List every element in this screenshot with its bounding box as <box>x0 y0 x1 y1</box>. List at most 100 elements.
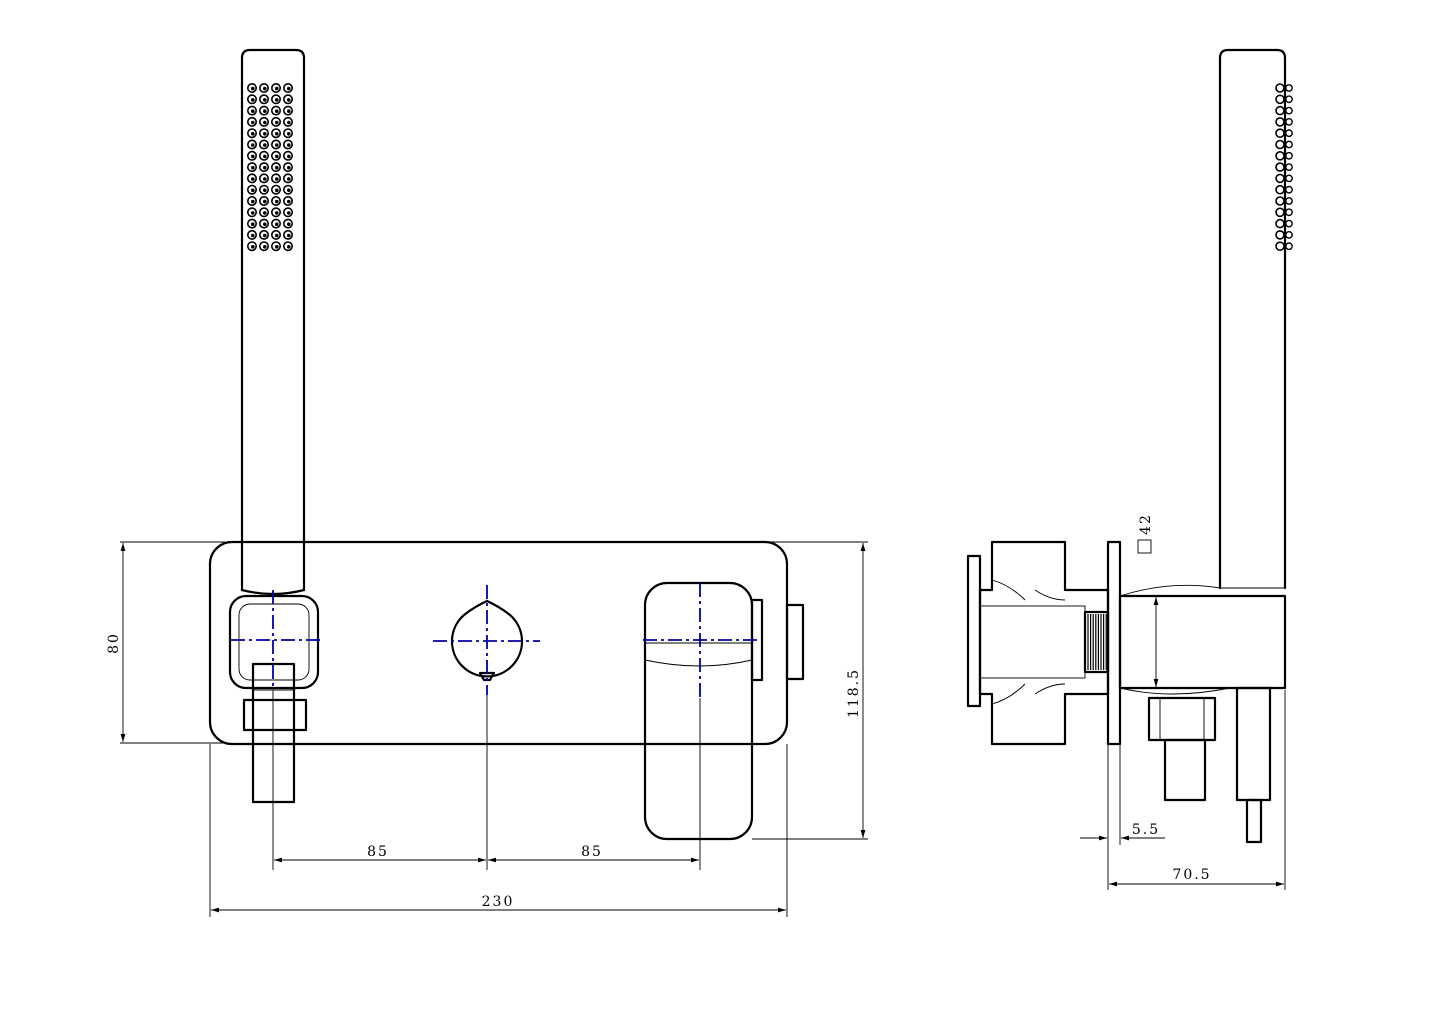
spray-nozzle <box>282 229 293 240</box>
spray-nozzle <box>258 218 269 229</box>
spray-nozzle <box>258 128 269 139</box>
spray-nozzle-side <box>1275 128 1293 138</box>
spray-nozzle <box>270 241 281 252</box>
square-symbol <box>1137 539 1152 554</box>
spray-nozzle <box>258 162 269 173</box>
spray-nozzle <box>270 94 281 105</box>
hose-connector <box>251 662 296 804</box>
valve-body <box>978 540 1110 746</box>
spray-nozzle <box>282 196 293 207</box>
spray-nozzle <box>247 116 258 127</box>
dim-width-total: 230 <box>482 894 515 910</box>
spray-nozzle <box>258 229 269 240</box>
shower-holder <box>228 594 320 690</box>
hose-pipe-side <box>1235 686 1272 802</box>
outlet-spout-side <box>1163 738 1207 802</box>
spray-nozzle <box>247 162 258 173</box>
mixer-lever <box>643 581 754 841</box>
spray-nozzle <box>270 173 281 184</box>
spray-nozzle <box>258 173 269 184</box>
front-view: 80 118.5 85 85 230 <box>106 48 868 917</box>
hand-shower-side <box>1218 48 1293 590</box>
spray-nozzle-side <box>1275 151 1293 161</box>
spray-nozzle-side <box>1275 196 1293 206</box>
spray-nozzle <box>270 162 281 173</box>
dim-depth-total: 70.5 <box>1172 867 1211 883</box>
spray-nozzle <box>270 184 281 195</box>
spray-nozzle <box>247 184 258 195</box>
spray-nozzle <box>282 94 293 105</box>
spray-nozzle <box>247 218 258 229</box>
spray-nozzle <box>270 116 281 127</box>
spray-nozzle <box>270 218 281 229</box>
dim-plate-square: 42 <box>1138 513 1154 535</box>
spray-nozzle-side <box>1275 230 1293 240</box>
spray-nozzle <box>258 116 269 127</box>
valve-flange <box>966 554 982 708</box>
spray-nozzle <box>258 83 269 94</box>
spray-nozzle <box>270 83 281 94</box>
spray-nozzle <box>282 116 293 127</box>
spray-nozzle <box>247 105 258 116</box>
valve-core <box>979 605 1086 679</box>
spray-nozzle <box>247 94 258 105</box>
spray-nozzle <box>258 94 269 105</box>
spray-nozzle-side <box>1275 184 1293 195</box>
spray-nozzle <box>270 105 281 116</box>
spray-nozzle <box>258 184 269 195</box>
spray-nozzle <box>247 150 258 161</box>
hose-tip-side <box>1245 798 1263 844</box>
spray-nozzle <box>258 150 269 161</box>
spray-nozzle <box>282 207 293 218</box>
spray-nozzle-side <box>1275 105 1293 116</box>
spray-nozzle-side <box>1275 218 1293 229</box>
side-outlet <box>785 603 805 681</box>
hand-shower <box>240 48 306 596</box>
spray-nozzle-side <box>1275 241 1293 251</box>
spray-nozzle-side <box>1275 83 1293 93</box>
dim-height-front: 80 <box>106 632 122 654</box>
spray-nozzle <box>258 207 269 218</box>
spray-nozzle-side <box>1275 139 1293 150</box>
spray-nozzle <box>282 241 293 252</box>
holder-inner <box>238 603 310 681</box>
hose-outlet <box>242 698 308 732</box>
spray-nozzle <box>282 128 293 139</box>
spray-nozzle-side <box>1275 173 1293 184</box>
spray-nozzle <box>247 83 258 94</box>
spray-nozzle-grid <box>247 83 293 252</box>
spray-nozzle <box>258 196 269 207</box>
spray-nozzle <box>282 139 293 150</box>
spray-nozzle <box>247 229 258 240</box>
side-view: 42 5.5 70.5 <box>966 48 1293 890</box>
spray-nozzle <box>270 196 281 207</box>
dim-plate-offset: 5.5 <box>1132 822 1160 838</box>
wall-plate-side <box>1106 540 1122 746</box>
dim-spacing-left: 85 <box>367 844 389 860</box>
spray-nozzle <box>270 207 281 218</box>
spray-nozzle <box>247 128 258 139</box>
spray-nozzle <box>282 105 293 116</box>
spray-nozzle <box>247 241 258 252</box>
spray-nozzle-column <box>1275 83 1293 251</box>
spray-nozzle <box>247 196 258 207</box>
holder-side <box>1118 594 1287 690</box>
spray-nozzle <box>247 207 258 218</box>
spray-nozzle-side <box>1275 207 1293 218</box>
spray-nozzle <box>247 173 258 184</box>
spray-nozzle <box>282 173 293 184</box>
spray-nozzle <box>270 150 281 161</box>
spray-nozzle <box>270 229 281 240</box>
spray-nozzle <box>247 139 258 150</box>
spray-nozzle-side <box>1275 162 1293 172</box>
spray-nozzle <box>282 184 293 195</box>
spray-nozzle <box>270 139 281 150</box>
spray-nozzle <box>258 105 269 116</box>
spray-nozzle <box>282 150 293 161</box>
spray-nozzle <box>258 241 269 252</box>
dim-spacing-right: 85 <box>581 844 603 860</box>
spray-nozzle-side <box>1275 117 1293 127</box>
spray-nozzle <box>258 139 269 150</box>
spray-nozzle-side <box>1275 94 1293 105</box>
outlet-nut-side <box>1147 696 1217 742</box>
